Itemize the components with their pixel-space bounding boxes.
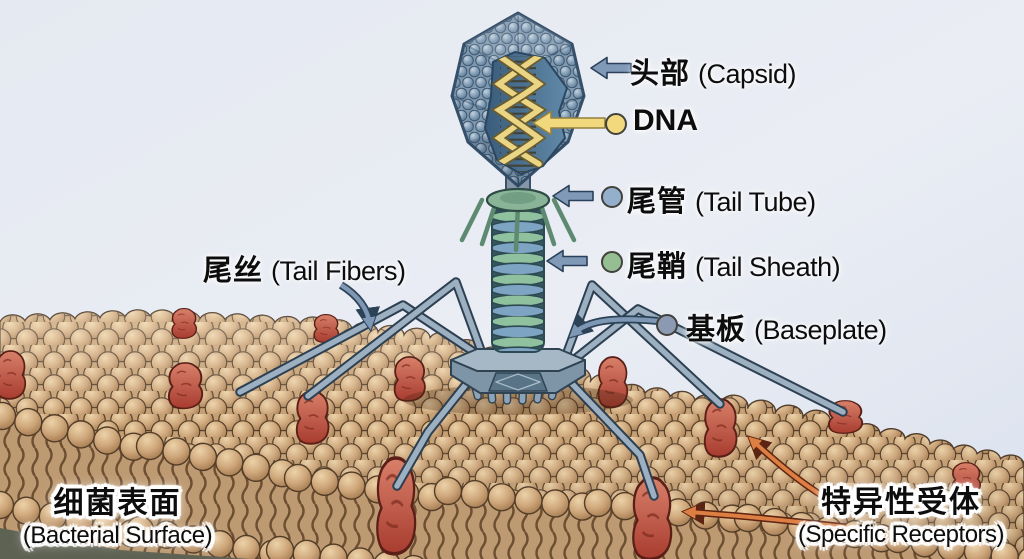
label-baseplate-en: (Baseplate) [754, 315, 887, 345]
receptor [171, 307, 198, 340]
baseplate-arrow-icon [567, 313, 659, 340]
receptor [167, 361, 204, 410]
membrane-lipid-tails [0, 416, 1024, 559]
bacterial-membrane [0, 307, 1024, 559]
receptor-arrow-lower-icon [680, 501, 847, 531]
label-specific-receptors: 特异性受体 (Specific Receptors) [778, 486, 1024, 548]
label-tail-sheath-cn: 尾鞘 [627, 251, 688, 283]
receptor [295, 390, 330, 445]
label-bacterial-surface-cn: 细菌表面 [53, 487, 182, 520]
label-tail-sheath: 尾鞘 (Tail Sheath) [627, 243, 841, 285]
collar-inner [500, 192, 536, 204]
label-tail-fibers: 尾丝 (Tail Fibers) [203, 247, 406, 289]
label-bacterial-surface-en: (Bacterial Surface) [22, 522, 213, 549]
label-specific-receptors-en: (Specific Receptors) [797, 521, 1005, 548]
membrane-interior-shadow [0, 528, 250, 559]
tail-fibers [235, 277, 848, 501]
label-tail-tube-en: (Tail Tube) [695, 187, 816, 217]
baseplate [450, 348, 586, 394]
label-specific-receptors-cn: 特异性受体 [821, 486, 981, 519]
tail-sheath-legend-dot [601, 251, 623, 273]
label-tail-fibers-en: (Tail Fibers) [271, 256, 406, 286]
label-dna-text: DNA [633, 104, 698, 137]
label-dna: DNA [633, 104, 698, 138]
tail-tube-legend-dot [601, 186, 623, 208]
dna-legend-dot [605, 113, 627, 135]
receptor [0, 350, 27, 400]
receptor-arrow-upper-icon [746, 435, 842, 510]
bacteriophage [235, 11, 848, 501]
label-bacterial-surface: 细菌表面 (Bacterial Surface) [0, 487, 235, 549]
label-tail-fibers-cn: 尾丝 [203, 255, 264, 287]
label-baseplate: 基板 (Baseplate) [686, 306, 887, 348]
label-capsid: 头部 (Capsid) [630, 50, 797, 92]
tail-fibers-arrow-icon [338, 281, 380, 333]
label-baseplate-cn: 基板 [686, 314, 747, 346]
label-tail-tube-cn: 尾管 [627, 186, 688, 218]
capsid-head [450, 11, 586, 188]
dna-helix [490, 52, 548, 172]
annotations [338, 56, 847, 531]
label-capsid-cn: 头部 [630, 58, 691, 90]
label-tail-tube: 尾管 (Tail Tube) [627, 178, 816, 220]
label-tail-sheath-en: (Tail Sheath) [695, 252, 841, 282]
label-capsid-en: (Capsid) [698, 59, 797, 89]
baseplate-legend-dot [656, 314, 678, 336]
